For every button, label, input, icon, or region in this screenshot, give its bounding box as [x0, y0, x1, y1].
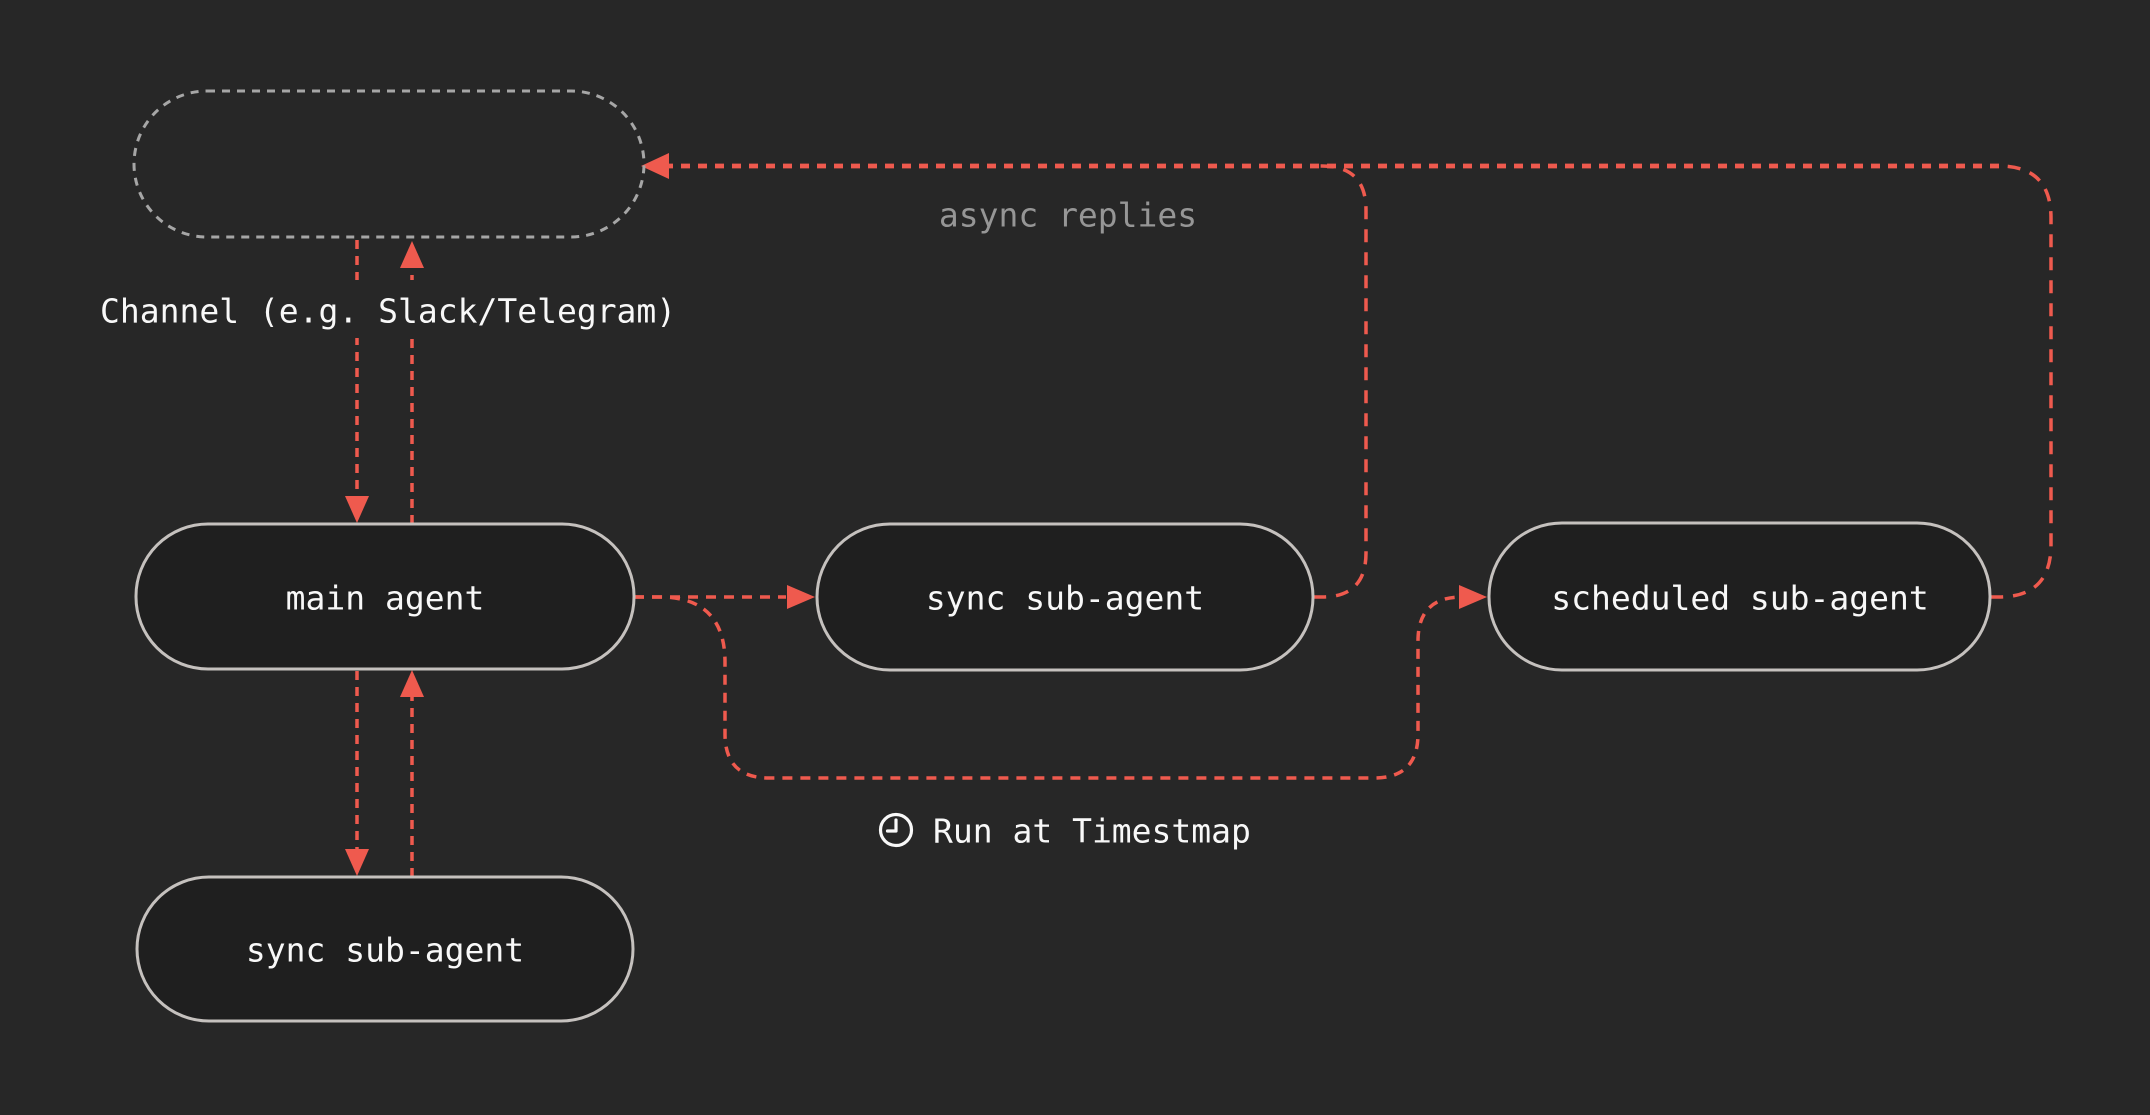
sync-sub-agent-bottom-node	[135, 875, 635, 1023]
arrowhead-up-main-bottom-icon	[400, 670, 424, 697]
scheduled-sub-agent-label: scheduled sub-agent	[1551, 579, 1929, 618]
channel-label-backdrop	[86, 280, 688, 338]
main-agent-label: main agent	[286, 579, 485, 618]
async-replies-label: async replies	[939, 196, 1197, 235]
channel-label: Channel (e.g. Slack/Telegram)	[100, 292, 676, 331]
clock-icon	[878, 812, 914, 848]
arrowhead-up-channel-bottom-icon	[400, 241, 424, 268]
main-agent-node	[134, 522, 636, 671]
edge-main-to-scheduled	[634, 595, 1463, 780]
channel-node	[132, 89, 646, 239]
arrowhead-down-sync-bottom-icon	[345, 849, 369, 876]
sync-sub-agent-label: sync sub-agent	[926, 579, 1204, 618]
edge-sync-to-async-line	[1313, 164, 1368, 599]
sync-sub-agent-node	[815, 522, 1315, 672]
arrowhead-right-scheduled-icon	[1459, 585, 1487, 609]
arrowhead-down-main-top-icon	[345, 496, 369, 523]
scheduled-sub-agent-node	[1487, 521, 1992, 672]
arrowhead-left-channel-icon	[641, 153, 669, 179]
nodes: main agent sync sub-agent scheduled sub-…	[132, 89, 1992, 1023]
annotations: Channel (e.g. Slack/Telegram) async repl…	[86, 196, 1251, 851]
run-at-label: Run at Timestmap	[933, 812, 1251, 851]
edges	[345, 153, 2053, 877]
arrowhead-right-sync-icon	[787, 585, 815, 609]
edge-scheduled-to-async-line	[1990, 164, 2053, 599]
sync-sub-agent-bottom-label: sync sub-agent	[246, 931, 524, 970]
